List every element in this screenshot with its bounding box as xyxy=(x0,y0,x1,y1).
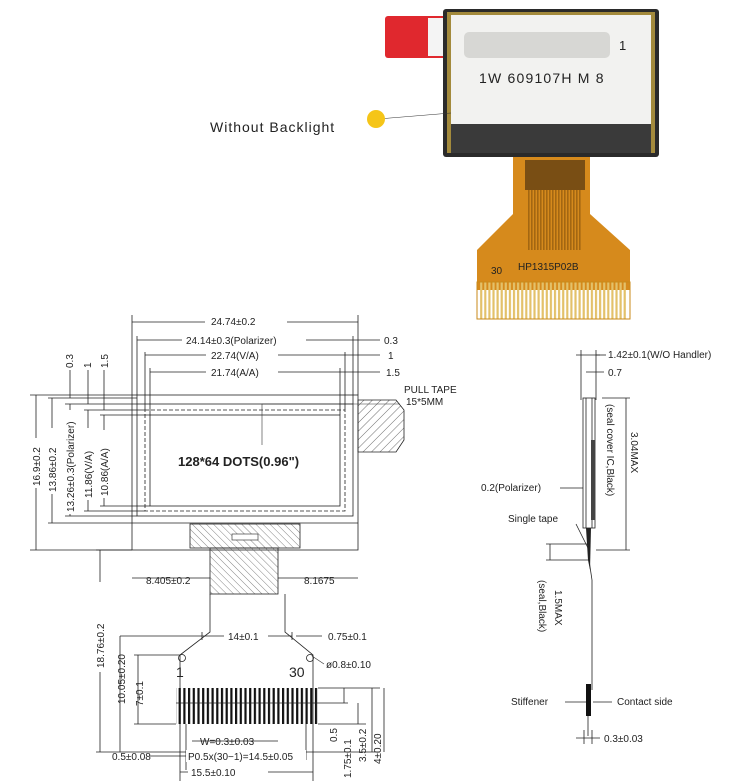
photo-part-code: 1W 609107H M 8 xyxy=(479,70,605,86)
width-aa: 21.74(A/A) xyxy=(211,368,259,379)
fpc-edge: 0.75±0.1 xyxy=(328,632,367,643)
photo-fpc-pin: 30 xyxy=(491,266,503,277)
photo-fpc-code: HP1315P02B xyxy=(518,262,579,273)
height-outline: 16.9±0.2 xyxy=(32,447,43,486)
width-va: 22.74(V/A) xyxy=(211,351,259,362)
width-outline: 24.74±0.2 xyxy=(211,317,256,328)
pull-tape xyxy=(357,399,405,453)
side-seal-black: (seal,Black) xyxy=(536,580,547,632)
dim-10-05: 10.05±0.20 xyxy=(117,654,128,704)
fpc-width: 14±0.1 xyxy=(228,632,259,643)
side-polarizer: 0.2(Polarizer) xyxy=(481,483,541,494)
polarizer-rect xyxy=(136,403,354,517)
side-stiffener xyxy=(586,684,591,716)
neck-left: 8.405±0.2 xyxy=(146,576,191,587)
fpc-neck xyxy=(209,547,279,595)
viewing-area-rect xyxy=(144,409,346,512)
display-resolution: 128*64 DOTS(0.96") xyxy=(178,454,299,469)
offset-right-aa: 1.5 xyxy=(386,368,400,379)
height-glass: 13.86±0.2 xyxy=(48,447,59,492)
side-bottom: 0.3±0.03 xyxy=(604,734,643,745)
pin-last-label: 30 xyxy=(289,664,305,680)
height-aa: 10.86(A/A) xyxy=(100,448,111,496)
offset-right-polarizer: 0.3 xyxy=(384,336,398,347)
height-polarizer: 13.26±0.3(Polarizer) xyxy=(66,421,77,512)
side-stiffener-label: Stiffener xyxy=(511,697,549,708)
callout-label: Without Backlight xyxy=(210,119,335,135)
offset-left-aa-top: 1.5 xyxy=(100,354,111,368)
side-thickness: 1.42±0.1(W/O Handler) xyxy=(608,350,711,361)
offset-right-va: 1 xyxy=(388,351,394,362)
front-view: 128*64 DOTS(0.96") PULL TAPE 15*5MM 1 30 xyxy=(30,314,457,781)
dim-7: 7±0.1 xyxy=(135,681,146,706)
pin-first-label: 1 xyxy=(176,664,184,680)
pad-margin: 0.5±0.08 xyxy=(112,752,151,763)
photo-pin-one: 1 xyxy=(619,38,626,53)
side-view: 1.42±0.1(W/O Handler) 0.7 (seal cover IC… xyxy=(481,350,711,745)
width-polarizer: 24.14±0.3(Polarizer) xyxy=(186,336,277,347)
photo-gold-contacts xyxy=(480,282,626,319)
dim-3-5: 3.5±0.2 xyxy=(358,728,369,762)
fpc-hole-left xyxy=(178,654,186,662)
pad-width: W=0.3±0.03 xyxy=(200,737,255,748)
side-contact-label: Contact side xyxy=(617,697,673,708)
fpc-total: 15.5±0.10 xyxy=(191,768,236,779)
callout-dot xyxy=(367,110,385,128)
side-max-1-5: 1.5MAX xyxy=(552,590,563,626)
contact-pads xyxy=(176,688,318,724)
height-total: 18.76±0.2 xyxy=(96,623,107,668)
active-area-rect xyxy=(149,414,341,507)
neck-right: 8.1675 xyxy=(304,576,335,587)
fpc-hole-right xyxy=(306,654,314,662)
pull-tape-title: PULL TAPE xyxy=(404,385,457,396)
side-seal-cover: (seal cover IC,Black) xyxy=(604,404,615,496)
pull-tape-size: 15*5MM xyxy=(406,397,443,408)
fpc-hole: ø0.8±0.10 xyxy=(326,660,371,671)
product-photo: 1 1W 609107H M 8 30 HP1315P02B Without B… xyxy=(210,9,659,320)
side-top: 0.7 xyxy=(608,368,622,379)
side-max-3-04: 3.04MAX xyxy=(628,432,639,473)
dim-1-75: 1.75±0.1 xyxy=(343,739,354,778)
offset-left-top: 0.3 xyxy=(65,354,76,368)
height-va: 11.86(V/A) xyxy=(84,451,95,498)
dim-0-5: 0.5 xyxy=(329,728,340,742)
offset-left-va-top: 1 xyxy=(83,362,94,368)
side-single-tape: Single tape xyxy=(508,514,558,525)
dim-4: 4±0.20 xyxy=(373,733,384,764)
pad-pitch: P0.5x(30−1)=14.5±0.05 xyxy=(188,752,293,763)
